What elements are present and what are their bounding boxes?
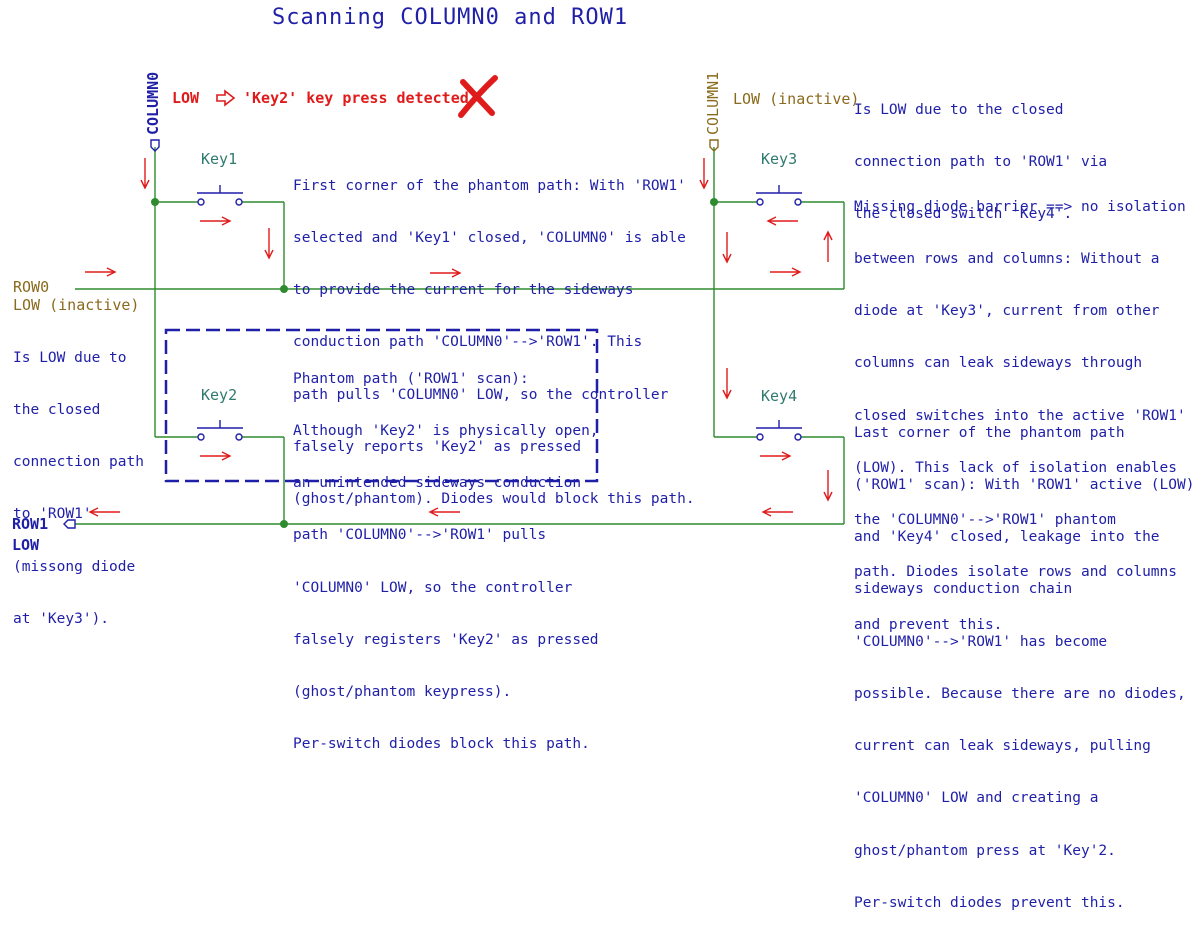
row0-low-note: Is LOW due to the closed connection path… (13, 349, 144, 627)
column1-low-note: Is LOW due to the closed connection path… (854, 101, 1108, 223)
phantom-path-note: Phantom path ('ROW1' scan): Although 'Ke… (293, 370, 599, 753)
key1-label: Key1 (201, 150, 238, 168)
junctions (151, 198, 718, 528)
flow-arrows (85, 158, 833, 517)
key2-switch (197, 420, 243, 441)
ports (63, 139, 719, 529)
column1-state: LOW (inactive) (733, 90, 860, 108)
detected-label: 'Key2' key press detected (243, 89, 469, 107)
key2-label: Key2 (201, 386, 238, 404)
phantom-path-box (164, 328, 599, 483)
first-corner-note: First corner of the phantom path: With '… (293, 177, 695, 508)
key3-switch (756, 185, 802, 206)
column0-port (150, 139, 160, 152)
key4-switch (756, 420, 802, 441)
schematic-diagram (63, 75, 845, 529)
missing-diode-note: Missing diode barrier ==> no isolation b… (854, 198, 1186, 633)
column1-label: COLUMN1 (704, 71, 722, 135)
page-title: Scanning COLUMN0 and ROW1 (272, 5, 629, 30)
cross-icon (458, 75, 498, 118)
key1-switch (197, 185, 243, 206)
row1-port (63, 519, 76, 529)
row1-label: ROW1 (12, 515, 49, 533)
column1-port (709, 139, 719, 152)
row0-state: LOW (inactive) (13, 296, 140, 314)
row1-state: LOW (12, 536, 40, 554)
column0-label: COLUMN0 (144, 71, 162, 135)
switches (197, 185, 802, 441)
row0-label: ROW0 (13, 278, 50, 296)
detect-arrow (216, 89, 236, 107)
key3-label: Key3 (761, 150, 798, 168)
column0-state: LOW (172, 89, 200, 107)
last-corner-note: Last corner of the phantom path ('ROW1' … (854, 424, 1195, 911)
wires (75, 147, 845, 525)
key4-label: Key4 (761, 387, 798, 405)
